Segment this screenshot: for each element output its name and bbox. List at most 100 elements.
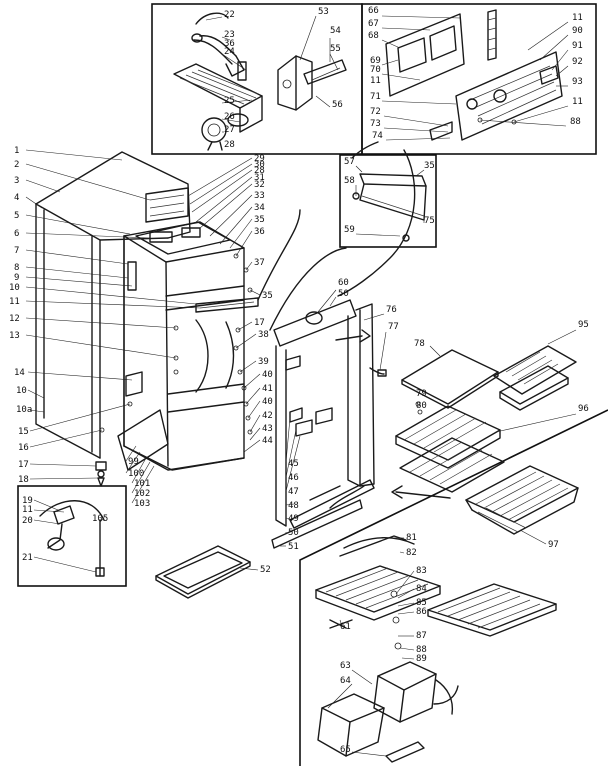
callout-label: 84 [416,584,427,594]
callout-label: 25 [224,96,235,106]
callout-label: 31 [254,173,265,183]
callout-label: 69 [370,56,381,66]
callout-label: 10 [16,386,27,396]
callout-label: 80 [416,401,427,411]
callout-label: 12 [9,314,20,324]
callout-label: 66 [368,6,379,16]
callout-label: 7 [14,246,19,256]
callout-label: 81 [406,533,417,543]
assembly-arrows [257,141,459,705]
callout-label: 15 [18,427,29,437]
ice-tray-assembly [493,329,577,411]
callout-label: 58 [344,176,355,186]
callout-label: 2 [14,160,19,170]
callout-label: 35 [262,291,273,301]
callout-labels: 12345678910111213141010a1516171819112021… [9,6,589,755]
callout-label: 28 [224,140,235,150]
callout-label: 14 [14,368,25,378]
callout-label: 87 [416,631,427,641]
callout-label: 70 [370,65,381,75]
callout-label: 45 [288,459,299,469]
callout-label: 35 [424,161,435,171]
callout-label: 30 [254,160,265,170]
callout-label: 19 [22,496,33,506]
callout-label: 32 [254,180,265,190]
callout-label: 36 [254,227,265,237]
callout-label: 23 [224,30,235,40]
callout-label: 20 [22,516,33,526]
defrost-drain-pan [155,545,259,599]
callout-label: 33 [254,191,265,201]
glass-shelf [401,345,499,409]
thermostat-assembly [33,499,105,577]
callout-label: 71 [370,92,381,102]
callout-label: 47 [288,487,299,497]
callout-label: 61 [340,622,351,632]
callout-label: 11 [9,297,20,307]
callout-label: 65 [340,745,351,755]
callout-label: 54 [330,26,341,36]
callout-label: 42 [262,411,273,421]
callout-label: 76 [386,305,397,315]
callout-label: 38 [258,330,269,340]
callout-label: 50 [338,289,349,299]
callout-label: 60 [338,278,349,288]
callout-label: 83 [416,566,427,576]
inset-box-top-right [361,3,597,155]
callout-label: 4 [14,193,19,203]
callout-label: 99 [128,457,139,467]
callout-label: 78 [414,339,425,349]
freezer-wire-shelf [395,401,577,493]
callout-label: 11 [370,76,381,86]
callout-label: 11 [572,97,583,107]
callout-label: 22 [224,10,235,20]
callout-label: 17 [18,460,29,470]
callout-label: 89 [416,654,427,664]
inset-panel-bottom-right [299,409,608,766]
evaporator-fan-assembly [173,12,263,151]
callout-label: 8 [14,263,19,273]
callout-label: 24 [224,47,235,57]
fresh-food-shelves [315,535,557,660]
callout-label: 103 [134,499,150,509]
callout-label: 39 [258,357,269,367]
callout-label: 53 [318,7,329,17]
callout-label: 6 [14,229,19,239]
callout-label: 55 [330,44,341,54]
callout-label: 101 [134,479,150,489]
callout-label: 51 [288,542,299,552]
callout-label: 37 [254,258,265,268]
callout-label: 86 [416,607,427,617]
callout-label: 75 [424,216,435,226]
callout-label: 27 [224,125,235,135]
callout-label: 9 [14,273,19,283]
inset-box-bottom-left [17,485,127,587]
callout-label: 72 [370,107,381,117]
callout-label: 93 [572,77,583,87]
callout-label: 29 [254,154,265,164]
callout-label: 10a [16,405,32,415]
callout-label: 10 [9,283,20,293]
freezer-basket [465,465,579,545]
callout-label: 90 [572,26,583,36]
callout-label: 63 [340,661,351,671]
callout-label: 79 [416,389,427,399]
callout-label: 64 [340,676,351,686]
callout-label: 67 [368,19,379,29]
callout-label: 77 [388,322,399,332]
callout-label: 46 [288,473,299,483]
callout-label: 68 [368,31,379,41]
door-liner-assembly [271,289,387,549]
callout-label: 102 [134,489,150,499]
callout-label: 91 [572,41,583,51]
callout-label: 35 [254,215,265,225]
callout-label: 59 [344,225,355,235]
callout-label: 74 [372,131,383,141]
callout-label: 11 [572,13,583,23]
callout-label: 5 [14,211,19,221]
callout-label: 17 [254,318,265,328]
inset-box-middle [339,154,437,248]
callout-label: 96 [578,404,589,414]
callout-label: 40 [262,397,273,407]
